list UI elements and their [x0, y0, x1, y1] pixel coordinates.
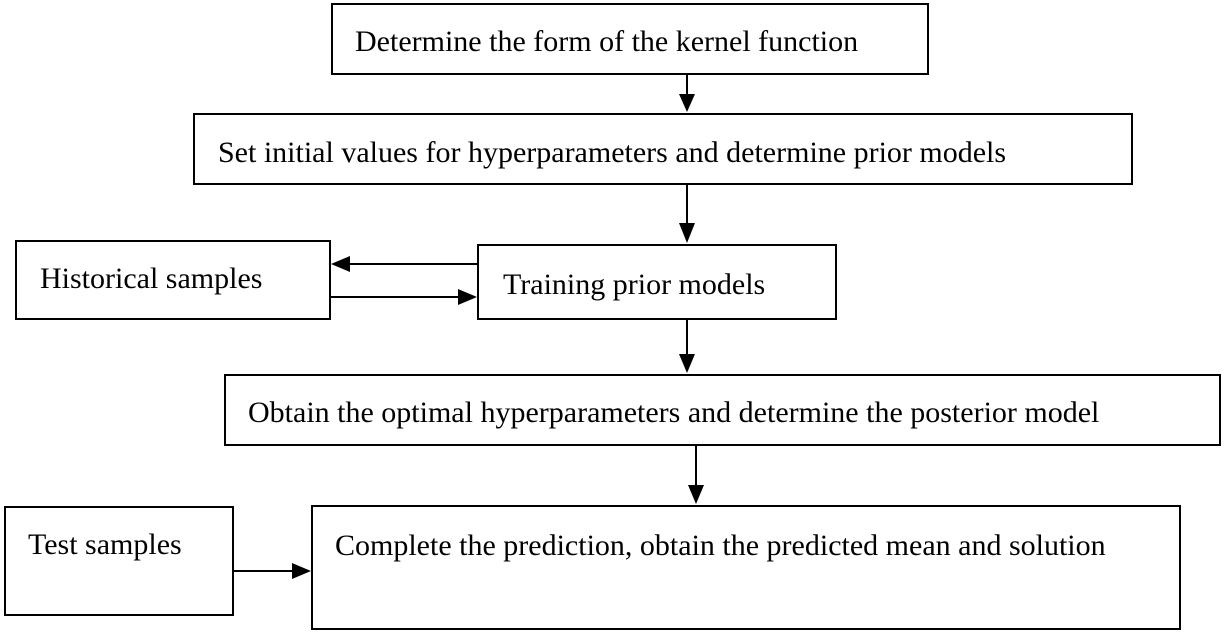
step-training-label: Training prior models [503, 268, 766, 301]
test-samples-label: Test samples [28, 528, 182, 561]
arrow-training-to-optimal [679, 320, 695, 373]
arrow-kernel-to-initial [679, 75, 695, 112]
step-training-box [477, 244, 837, 320]
step-prediction-label: Complete the prediction, obtain the pred… [335, 529, 1106, 562]
historical-samples-label: Historical samples [40, 262, 263, 295]
arrow-training-to-historical [331, 256, 477, 272]
step-kernel-form-label: Determine the form of the kernel functio… [355, 25, 859, 58]
step-kernel-form-box [331, 3, 929, 75]
arrow-optimal-to-prediction [688, 446, 704, 504]
arrow-historical-to-training [331, 289, 477, 305]
test-samples-box [4, 506, 234, 616]
arrow-initial-to-training [679, 185, 695, 243]
step-optimal-label: Obtain the optimal hyperparameters and d… [248, 396, 1100, 429]
step-prediction-box [311, 505, 1181, 630]
step-optimal-box [224, 374, 1221, 446]
step-initial-values-box [193, 113, 1133, 185]
historical-samples-box [15, 240, 331, 320]
arrow-test-to-prediction [234, 563, 311, 579]
step-initial-values-label: Set initial values for hyperparameters a… [218, 136, 1007, 169]
